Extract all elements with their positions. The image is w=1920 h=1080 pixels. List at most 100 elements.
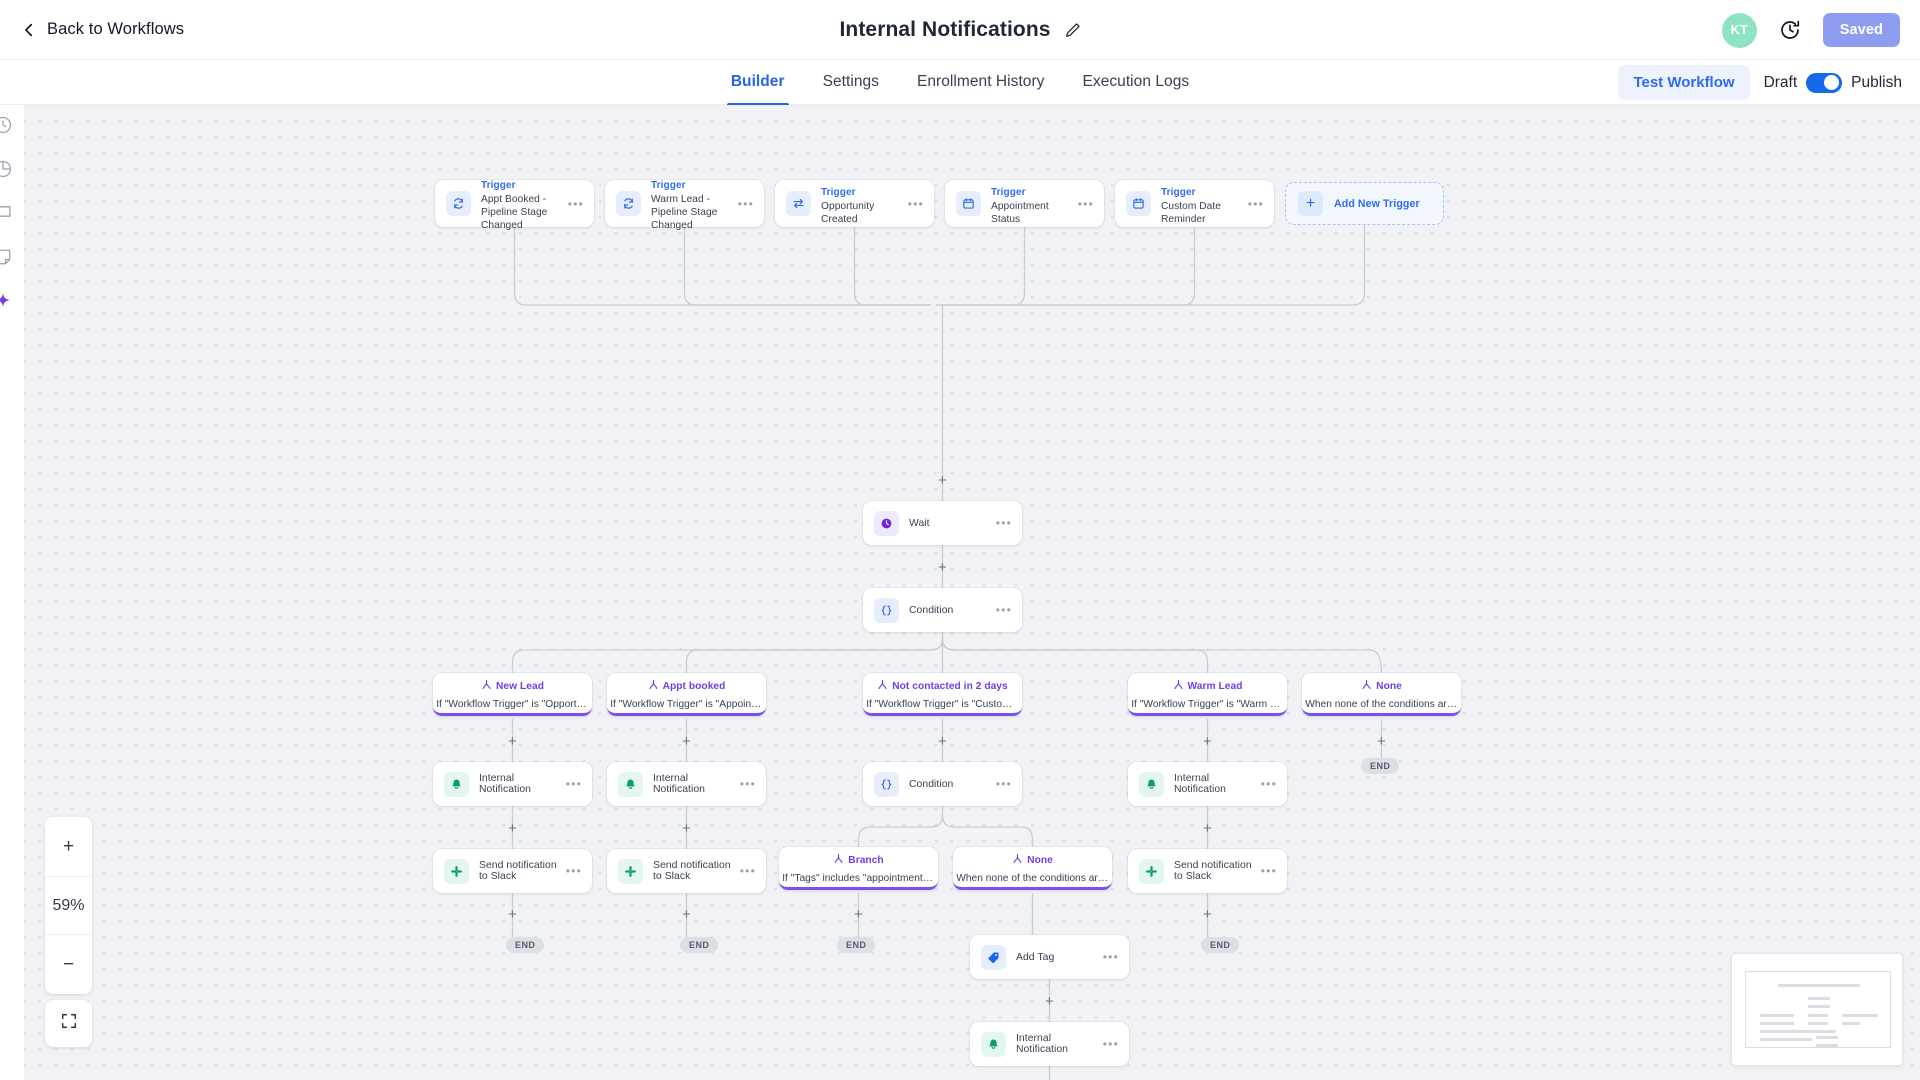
tab-execution-logs[interactable]: Execution Logs [1082, 72, 1190, 90]
wait-node[interactable]: Wait ••• [863, 501, 1022, 545]
end-badge: END [1201, 937, 1240, 953]
add-tag-node[interactable]: Add Tag ••• [970, 935, 1129, 979]
add-step-handle[interactable]: + [508, 733, 517, 750]
condition-node[interactable]: Condition ••• [863, 588, 1022, 632]
trigger-node[interactable]: Trigger Opportunity Created ••• [775, 180, 934, 227]
node-menu-button[interactable]: ••• [565, 864, 582, 878]
node-menu-button[interactable]: ••• [739, 777, 756, 791]
braces-icon [874, 771, 899, 797]
rail-notes-button[interactable] [0, 237, 24, 281]
branch-node[interactable]: Warm Lead If "Workflow Trigger" is "Warm… [1128, 673, 1287, 716]
trigger-node-text: Trigger Warm Lead - Pipeline Stage Chang… [651, 175, 732, 232]
node-label: Wait [909, 517, 930, 529]
tag-icon [981, 944, 1006, 970]
tab-builder[interactable]: Builder [712, 61, 804, 106]
branch-split-icon [833, 851, 844, 869]
add-step-handle[interactable]: + [1203, 906, 1212, 923]
add-step-handle[interactable]: + [854, 906, 863, 923]
toggle-knob [1824, 75, 1840, 90]
branch-head: New Lead [481, 677, 544, 695]
zoom-out-button[interactable]: − [62, 953, 75, 975]
fit-to-screen-button[interactable] [45, 1000, 92, 1047]
node-menu-button[interactable]: ••• [995, 516, 1012, 530]
branch-node[interactable]: None When none of the conditions are met [1302, 673, 1461, 716]
node-menu-button[interactable]: ••• [565, 777, 582, 791]
internal-notification-node[interactable]: Internal Notification ••• [1128, 762, 1287, 806]
branch-node[interactable]: Appt booked If "Workflow Trigger" is "Ap… [607, 673, 766, 716]
add-new-trigger-button[interactable]: + Add New Trigger [1285, 182, 1444, 225]
add-step-handle[interactable]: + [682, 906, 691, 923]
rail-clock-button[interactable] [0, 105, 24, 149]
internal-notification-node[interactable]: Internal Notification ••• [607, 762, 766, 806]
braces-icon [874, 597, 899, 623]
tab-settings[interactable]: Settings [822, 72, 879, 90]
tab-enrollment-history[interactable]: Enrollment History [916, 72, 1045, 90]
add-step-handle[interactable]: + [508, 820, 517, 837]
pencil-icon[interactable] [1065, 22, 1081, 38]
top-header: Back to Workflows Internal Notifications… [0, 0, 1920, 60]
publish-toggle[interactable] [1806, 72, 1843, 93]
zoom-controls: + 59% − [45, 817, 92, 994]
node-label: Send notification to Slack [479, 860, 557, 882]
internal-notification-node[interactable]: Internal Notification ••• [433, 762, 592, 806]
trigger-node[interactable]: Trigger Custom Date Reminder ••• [1115, 180, 1274, 227]
add-step-handle[interactable]: + [938, 733, 947, 750]
save-status-button[interactable]: Saved [1822, 13, 1900, 47]
slack-notification-node[interactable]: Send notification to Slack ••• [433, 849, 592, 893]
branch-split-icon [877, 677, 888, 695]
branch-node[interactable]: Branch If "Tags" includes "appointment b… [779, 847, 938, 890]
back-to-workflows-button[interactable]: Back to Workflows [22, 20, 184, 39]
avatar[interactable]: KT [1721, 12, 1757, 48]
chat-bubble-icon [0, 203, 13, 228]
node-menu-button[interactable]: ••• [907, 196, 924, 211]
branch-split-icon [481, 677, 492, 695]
node-menu-button[interactable]: ••• [567, 196, 584, 211]
minimap[interactable] [1731, 953, 1903, 1066]
node-menu-button[interactable]: ••• [1260, 864, 1277, 878]
rail-comments-button[interactable] [0, 193, 24, 237]
node-menu-button[interactable]: ••• [995, 777, 1012, 791]
add-step-handle[interactable]: + [1203, 820, 1212, 837]
node-menu-button[interactable]: ••• [1247, 196, 1264, 211]
bell-green-icon [444, 771, 469, 797]
rail-analytics-button[interactable] [0, 149, 24, 193]
add-step-handle[interactable]: + [1203, 733, 1212, 750]
trigger-node-text: Trigger Appointment Status [991, 182, 1072, 226]
branch-node[interactable]: Not contacted in 2 days If "Workflow Tri… [863, 673, 1022, 716]
add-step-handle[interactable]: + [938, 472, 947, 489]
branch-node[interactable]: None When none of the conditions are met [953, 847, 1112, 890]
internal-notification-node[interactable]: Internal Notification ••• [970, 1022, 1129, 1066]
trigger-node[interactable]: Trigger Appt Booked - Pipeline Stage Cha… [435, 180, 594, 231]
add-step-handle[interactable]: + [508, 906, 517, 923]
rail-ai-button[interactable] [0, 281, 24, 325]
node-menu-button[interactable]: ••• [1260, 777, 1277, 791]
workflow-canvas[interactable]: + + + + + + + + + + + + + + + + Trigger … [24, 105, 1920, 1080]
node-menu-button[interactable]: ••• [739, 864, 756, 878]
add-step-handle[interactable]: + [682, 820, 691, 837]
calendar-icon [956, 191, 981, 216]
test-workflow-button[interactable]: Test Workflow [1618, 65, 1750, 100]
node-menu-button[interactable]: ••• [995, 603, 1012, 617]
branch-node[interactable]: New Lead If "Workflow Trigger" is "Oppor… [433, 673, 592, 716]
node-menu-button[interactable]: ••• [1102, 950, 1119, 964]
workflow-title-group: Internal Notifications [0, 0, 1920, 60]
trigger-node[interactable]: Trigger Appointment Status ••• [945, 180, 1104, 227]
slack-icon [618, 858, 643, 884]
pie-chart-icon [0, 159, 13, 184]
node-menu-button[interactable]: ••• [737, 196, 754, 211]
node-menu-button[interactable]: ••• [1102, 1037, 1119, 1051]
slack-notification-node[interactable]: Send notification to Slack ••• [1128, 849, 1287, 893]
add-step-handle[interactable]: + [682, 733, 691, 750]
condition-node[interactable]: Condition ••• [863, 762, 1022, 806]
history-clock-icon[interactable] [1779, 19, 1801, 41]
slack-notification-node[interactable]: Send notification to Slack ••• [607, 849, 766, 893]
node-menu-button[interactable]: ••• [1077, 196, 1094, 211]
add-step-handle[interactable]: + [938, 559, 947, 576]
branch-head: Appt booked [648, 677, 726, 695]
draft-publish-toggle-group: Draft Publish [1764, 72, 1902, 93]
zoom-in-button[interactable]: + [62, 835, 75, 857]
add-step-handle[interactable]: + [1045, 993, 1054, 1010]
add-step-handle[interactable]: + [1377, 733, 1386, 750]
branch-condition-text: When none of the conditions are met [956, 873, 1109, 884]
trigger-node[interactable]: Trigger Warm Lead - Pipeline Stage Chang… [605, 180, 764, 231]
